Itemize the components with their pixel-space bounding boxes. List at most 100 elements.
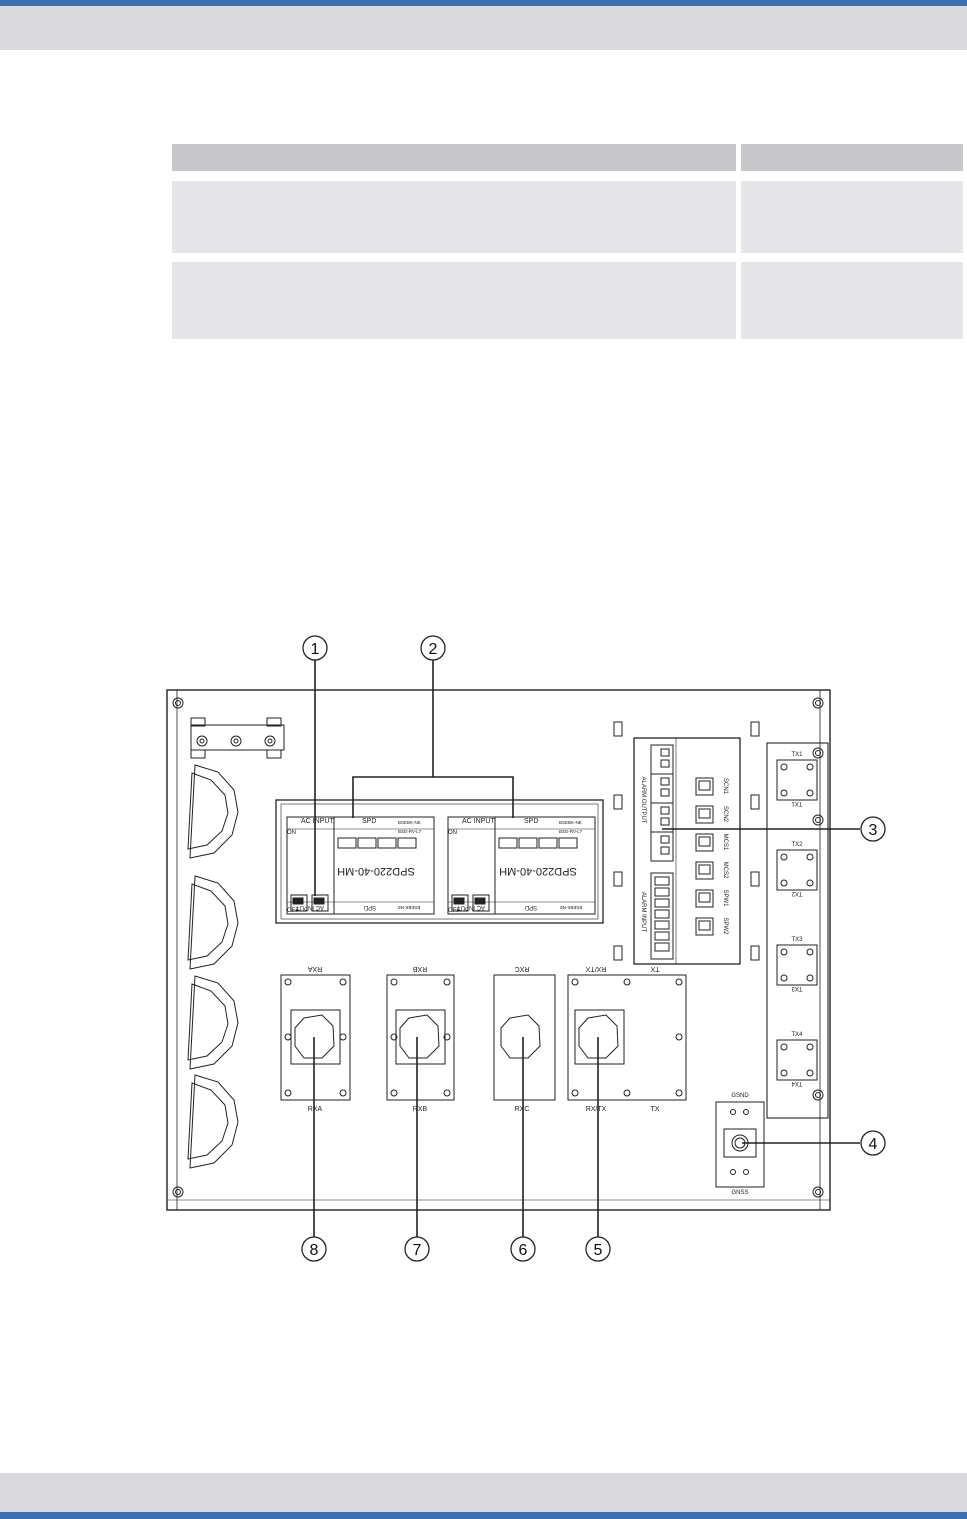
svg-text:7: 7 [413, 1242, 422, 1259]
off-label: OFF [448, 908, 460, 914]
cable-gland [187, 764, 239, 859]
ac-input-label: AC INPUT [301, 818, 334, 825]
spd-code-top: BSEBK-NE [398, 820, 421, 825]
callout-8: 8 [301, 1236, 327, 1262]
tx1-label: TX1 [791, 752, 803, 758]
port-label-scn2: SCN2 [722, 806, 728, 823]
alarm-input-terminals: ALARM INPUT [640, 872, 674, 960]
spd-code-bottom: BSEBK-NE [398, 905, 421, 910]
table-cell [172, 262, 736, 339]
corner-screws [172, 697, 824, 1198]
gnss-label-top: GSND [731, 1093, 749, 1099]
footer-band [0, 1473, 967, 1519]
alarm-panel: ALARM OUTPUT ALARM INPUT SCN1 SCN2 MCS1 … [613, 721, 760, 965]
rxtx-label-bottom: RX/TX [586, 1106, 607, 1113]
tx4-label-inverted: TX4 [791, 1080, 803, 1086]
spd-module-label: SPD220-40-MH [499, 865, 577, 877]
spd-code-top: BSEBK-NE [559, 820, 582, 825]
chassis-outline [166, 689, 831, 1211]
table-header-cell-1 [172, 144, 736, 171]
gnss-label-bottom: GNSS [731, 1190, 748, 1196]
spd-label: SPD [362, 818, 376, 825]
rxc-label-bottom: RXC [515, 1106, 530, 1113]
callout-4: 4 [860, 1130, 886, 1156]
rxb-label-bottom: RXB [413, 1106, 428, 1113]
cable-gland [187, 875, 239, 970]
alarm-rj-ports [695, 777, 714, 936]
grounding-bar [190, 717, 285, 759]
rf-port-rxtx: RX/TX RX/TX TX TX [567, 965, 687, 1113]
tx-column: TX1 TX1 TX2 TX2 TX3 TX3 TX4 TX4 [766, 742, 829, 1119]
svg-text:3: 3 [869, 822, 878, 839]
rxtx-label-top: RX/TX [585, 965, 606, 972]
rf-port-rxb: RXB RXB [386, 965, 455, 1113]
alarm-output-label: ALARM OUTPUT [640, 776, 646, 823]
alarm-port-labels: SCN1 SCN2 MCS1 MCS2 SPW1 SPW2 [722, 778, 728, 935]
callouts: 1 2 3 4 5 6 7 8 [301, 635, 886, 1262]
spd-code-mid: BSD-RV-L7 [398, 829, 422, 834]
alarm-input-label: ALARM INPUT [640, 892, 646, 933]
ac-input-label: AC INPUT [462, 818, 495, 825]
on-label: ON [448, 830, 457, 836]
callout-5: 5 [585, 1236, 611, 1262]
tx2-label-inverted: TX2 [791, 890, 803, 896]
table-header-cell-2 [741, 144, 963, 171]
header-band [0, 0, 967, 50]
table-cell [172, 181, 736, 253]
callout-1: 1 [302, 635, 328, 661]
tx-port-1: TX1 TX1 [776, 752, 818, 806]
spd-module-1: SPD220-40-MH AC INPUT SPD ON OFF BSEBK-N… [286, 816, 435, 915]
port-label-spw2: SPW2 [722, 917, 728, 935]
tx-port-3: TX3 TX3 [776, 937, 818, 991]
callout-7: 7 [404, 1236, 430, 1262]
alarm-output-terminals: ALARM OUTPUT [640, 744, 674, 862]
ac-spd-panel: SPD220-40-MH AC INPUT SPD ON OFF BSEBK-N… [275, 799, 604, 924]
header-accent-line [0, 0, 967, 6]
table-header-row [172, 144, 963, 171]
callout-2: 2 [420, 635, 446, 661]
svg-text:5: 5 [594, 1242, 603, 1259]
rf-port-rxc: RXC RXC [493, 965, 556, 1113]
spd-label-inverted: SPD [524, 904, 537, 910]
spd-label: SPD [524, 818, 538, 825]
rxa-label-top: RXA [307, 965, 322, 972]
port-label-scn1: SCN1 [722, 778, 728, 795]
tx1-label-inverted: TX1 [791, 800, 803, 806]
rxb-label-top: RXB [412, 965, 427, 972]
table-row [172, 181, 963, 253]
table-cell [741, 181, 963, 253]
rxc-label-top: RXC [515, 965, 530, 972]
tx3-label: TX3 [791, 937, 803, 943]
port-label-spw1: SPW1 [722, 889, 728, 907]
spd-module-2: SPD220-40-MH AC INPUT SPD ON OFF BSEBK-N… [447, 816, 596, 915]
tx-port-2: TX2 TX2 [776, 842, 818, 896]
svg-text:2: 2 [429, 641, 438, 658]
leader-lines [313, 660, 860, 1238]
spd-code-bottom: BSEBK-NE [560, 905, 583, 910]
ac-input-label-inverted: AC INPUT [457, 904, 485, 910]
cable-gland [187, 1074, 239, 1169]
gnss-port: GSND GNSS [715, 1093, 765, 1196]
tx-label-bottom: TX [651, 1106, 660, 1113]
callout-3: 3 [860, 816, 886, 842]
tx3-label-inverted: TX3 [791, 985, 803, 991]
footer-accent-line [0, 1512, 967, 1519]
table-cell [741, 262, 963, 339]
tx-label-top: TX [650, 965, 659, 972]
tx2-label: TX2 [791, 842, 803, 848]
port-label-mcs2: MCS2 [722, 862, 728, 879]
callout-6: 6 [510, 1236, 536, 1262]
on-label: ON [287, 830, 296, 836]
spd-module-label: SPD220-40-MH [337, 865, 415, 877]
ac-input-label-inverted: AC INPUT [296, 904, 324, 910]
rf-port-rxa: RXA RXA [280, 965, 351, 1113]
off-label: OFF [287, 908, 299, 914]
svg-text:1: 1 [311, 641, 320, 658]
svg-text:6: 6 [519, 1242, 528, 1259]
rxa-label-bottom: RXA [308, 1106, 323, 1113]
tx4-label: TX4 [791, 1032, 803, 1038]
port-label-mcs1: MCS1 [722, 834, 728, 851]
table-row [172, 262, 963, 339]
spd-label-inverted: SPD [363, 904, 376, 910]
